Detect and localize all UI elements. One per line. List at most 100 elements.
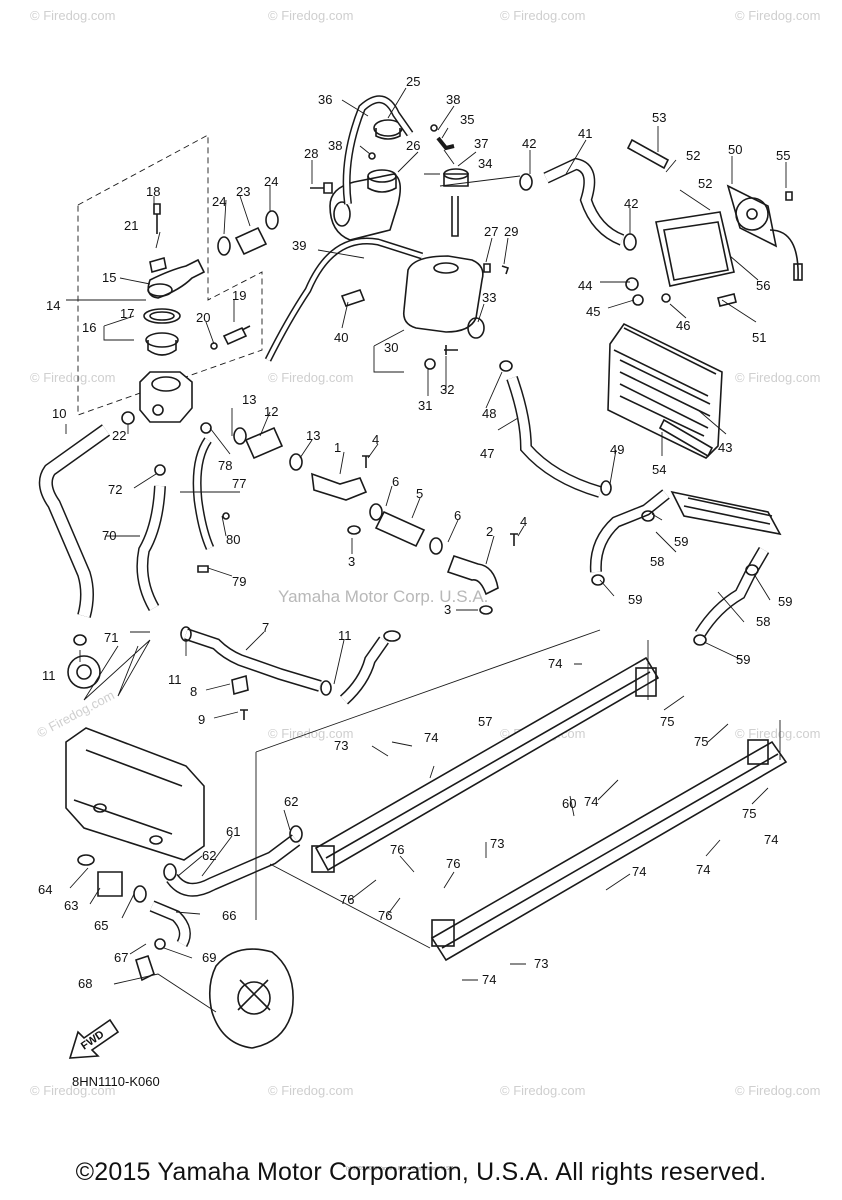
callout-label: 54 bbox=[652, 462, 666, 477]
callout-label: 29 bbox=[504, 224, 518, 239]
callout-label: 30 bbox=[384, 340, 398, 355]
callout-label: 14 bbox=[46, 298, 60, 313]
tile-watermark: © Firedog.com bbox=[268, 726, 353, 741]
callout-label: 6 bbox=[392, 474, 399, 489]
callout-label: 41 bbox=[578, 126, 592, 141]
left-hoses bbox=[38, 424, 230, 689]
callout-label: 27 bbox=[484, 224, 498, 239]
callout-label: 24 bbox=[264, 174, 278, 189]
callout-label: 44 bbox=[578, 278, 592, 293]
callout-label: 3 bbox=[444, 602, 451, 617]
callout-label: 53 bbox=[652, 110, 666, 125]
callout-label: 55 bbox=[776, 148, 790, 163]
callout-label: 76 bbox=[390, 842, 404, 857]
callout-label: 76 bbox=[378, 908, 392, 923]
callout-label: 70 bbox=[102, 528, 116, 543]
callout-label: 59 bbox=[628, 592, 642, 607]
callout-label: 76 bbox=[340, 892, 354, 907]
callout-label: 1 bbox=[334, 440, 341, 455]
callout-label: 75 bbox=[660, 714, 674, 729]
leader-lines bbox=[65, 87, 787, 1013]
callout-label: 13 bbox=[306, 428, 320, 443]
callout-label: 16 bbox=[82, 320, 96, 335]
callout-label: 73 bbox=[334, 738, 348, 753]
callout-label: 61 bbox=[226, 824, 240, 839]
callout-label: 3 bbox=[348, 554, 355, 569]
tile-watermark: © Firedog.com bbox=[30, 1083, 115, 1098]
callout-label: 24 bbox=[212, 194, 226, 209]
callout-label: 74 bbox=[764, 832, 778, 847]
callout-label: 65 bbox=[94, 918, 108, 933]
callout-label: 78 bbox=[218, 458, 232, 473]
tile-watermark: © Firedog.com bbox=[268, 370, 353, 385]
callout-label: 36 bbox=[318, 92, 332, 107]
tile-watermark: © Firedog.com bbox=[735, 8, 820, 23]
callout-label: 20 bbox=[196, 310, 210, 325]
callout-label: 6 bbox=[454, 508, 461, 523]
callout-label: 17 bbox=[120, 306, 134, 321]
callout-label: 42 bbox=[624, 196, 638, 211]
callout-label: 43 bbox=[718, 440, 732, 455]
center-watermark: Yamaha Motor Corp. U.S.A. bbox=[278, 587, 488, 606]
callout-label: 73 bbox=[490, 836, 504, 851]
callout-label: 48 bbox=[482, 406, 496, 421]
callout-label: 2 bbox=[486, 524, 493, 539]
callout-label: 77 bbox=[232, 476, 246, 491]
callout-label: 62 bbox=[284, 794, 298, 809]
callout-label: 52 bbox=[698, 176, 712, 191]
callout-label: 7 bbox=[262, 620, 269, 635]
callout-label: 66 bbox=[222, 908, 236, 923]
callout-label: 26 bbox=[406, 138, 420, 153]
callout-label: 25 bbox=[406, 74, 420, 89]
callout-label: 38 bbox=[446, 92, 460, 107]
callout-label: 72 bbox=[108, 482, 122, 497]
tile-watermark: © Firedog.com bbox=[30, 370, 115, 385]
tiny-print: (c) 2005-2015 Yamaha Motor Corporation, … bbox=[346, 1166, 456, 1172]
callout-label: 42 bbox=[522, 136, 536, 151]
callout-label: 73 bbox=[534, 956, 548, 971]
tile-watermark: © Firedog.com bbox=[735, 1083, 820, 1098]
callout-label: 74 bbox=[548, 656, 562, 671]
engine-lower-left bbox=[65, 727, 303, 1049]
callout-label: 74 bbox=[696, 862, 710, 877]
callout-label: 9 bbox=[198, 712, 205, 727]
tile-watermark: © Firedog.com bbox=[268, 1083, 353, 1098]
callout-label: 45 bbox=[586, 304, 600, 319]
callout-label: 11 bbox=[168, 672, 182, 687]
callout-label: 59 bbox=[736, 652, 750, 667]
thermostat-group-frame bbox=[77, 134, 263, 416]
callout-label: 13 bbox=[242, 392, 256, 407]
callout-label: 71 bbox=[104, 630, 118, 645]
callout-label: 34 bbox=[478, 156, 492, 171]
tile-watermark: © Firedog.com bbox=[268, 8, 353, 23]
center-hoses bbox=[73, 426, 518, 720]
tile-watermark: © Firedog.com bbox=[500, 8, 585, 23]
callout-label: 39 bbox=[292, 238, 306, 253]
callout-label: 74 bbox=[424, 730, 438, 745]
callout-label: 57 bbox=[478, 714, 492, 729]
callout-label: 28 bbox=[304, 146, 318, 161]
callout-label: 74 bbox=[584, 794, 598, 809]
tile-watermark: © Firedog.com bbox=[735, 726, 820, 741]
callout-label: 37 bbox=[474, 136, 488, 151]
callout-label: 63 bbox=[64, 898, 78, 913]
tile-watermark: © Firedog.com bbox=[500, 1083, 585, 1098]
callout-label: 15 bbox=[102, 270, 116, 285]
callout-label: 62 bbox=[202, 848, 216, 863]
callout-label: 50 bbox=[728, 142, 742, 157]
callout-label: 79 bbox=[232, 574, 246, 589]
callout-label: 74 bbox=[482, 972, 496, 987]
frame-pipes bbox=[255, 629, 788, 962]
callout-label: 80 bbox=[226, 532, 240, 547]
callout-label: 64 bbox=[38, 882, 52, 897]
callout-label: 76 bbox=[446, 856, 460, 871]
callout-label: 11 bbox=[338, 628, 352, 643]
right-side-hoses bbox=[589, 489, 782, 646]
side-watermark: © Firedog.com bbox=[34, 687, 116, 740]
callout-label: 47 bbox=[480, 446, 494, 461]
tile-watermark: © Firedog.com bbox=[735, 370, 820, 385]
callout-label: 74 bbox=[632, 864, 646, 879]
callout-label: 60 bbox=[562, 796, 576, 811]
callout-label: 49 bbox=[610, 442, 624, 457]
callout-label: 8 bbox=[190, 684, 197, 699]
